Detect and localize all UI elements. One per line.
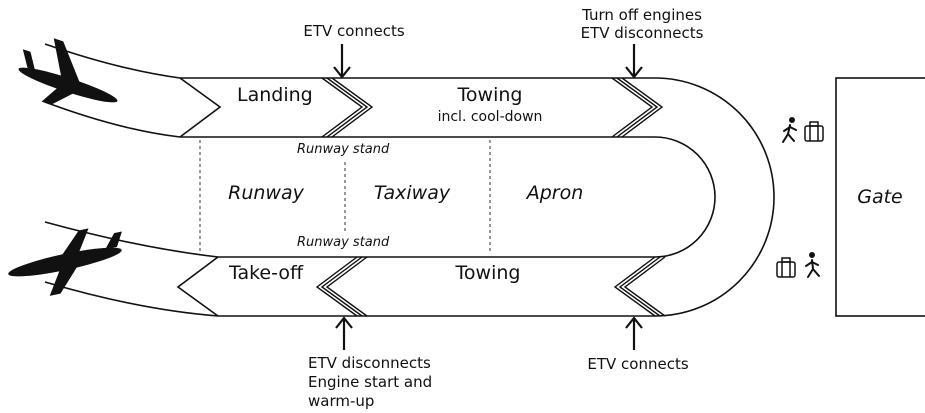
luggage-icon [776, 257, 796, 278]
phase-towing-inbound-note: incl. cool-down [437, 109, 543, 125]
phase-towing-outbound-label: Towing [455, 262, 521, 284]
phase-landing-label: Landing [237, 84, 313, 106]
zone-taxiway-label: Taxiway [373, 182, 451, 204]
track-outline [44, 43, 775, 317]
phase-towing-inbound-label: Towing [457, 84, 523, 106]
phase-separators [315, 77, 666, 317]
landing-entry-chevron [179, 77, 222, 138]
airplane-landing-icon [18, 38, 118, 105]
event-etv-disconnects-top: ETV disconnects [580, 24, 704, 42]
runway-stand-label-top: Runway stand [297, 142, 390, 157]
event-engine-start: Engine start and [308, 373, 433, 391]
zone-dividers [199, 140, 491, 254]
airplane-takeoff-icon [8, 228, 122, 296]
runway-stand-label-bottom: Runway stand [297, 235, 390, 250]
departure-curve-lower [44, 281, 219, 317]
luggage-icon [804, 121, 824, 142]
inner-turn [654, 136, 716, 258]
approach-curve-top-lower [44, 101, 181, 138]
event-etv-connects-bottom: ETV connects [587, 355, 689, 373]
zone-apron-label: Apron [526, 182, 584, 204]
event-turn-off-engines: Turn off engines [582, 6, 702, 24]
gate-box [835, 77, 925, 317]
takeoff-exit-chevron [176, 256, 219, 317]
phase-takeoff-label: Take-off [229, 262, 304, 284]
passenger-walking-icon [805, 252, 820, 278]
event-etv-connects-top: ETV connects [303, 22, 405, 40]
event-warm-up: warm-up [308, 392, 375, 410]
departure-curve-upper [44, 221, 219, 258]
outer-turn [654, 77, 775, 317]
zone-runway-label: Runway [228, 182, 304, 204]
passenger-walking-icon [782, 117, 797, 143]
event-arrows [333, 44, 643, 350]
event-etv-disconnects-bottom: ETV disconnects [308, 354, 431, 372]
zone-gate-label: Gate [857, 186, 903, 208]
